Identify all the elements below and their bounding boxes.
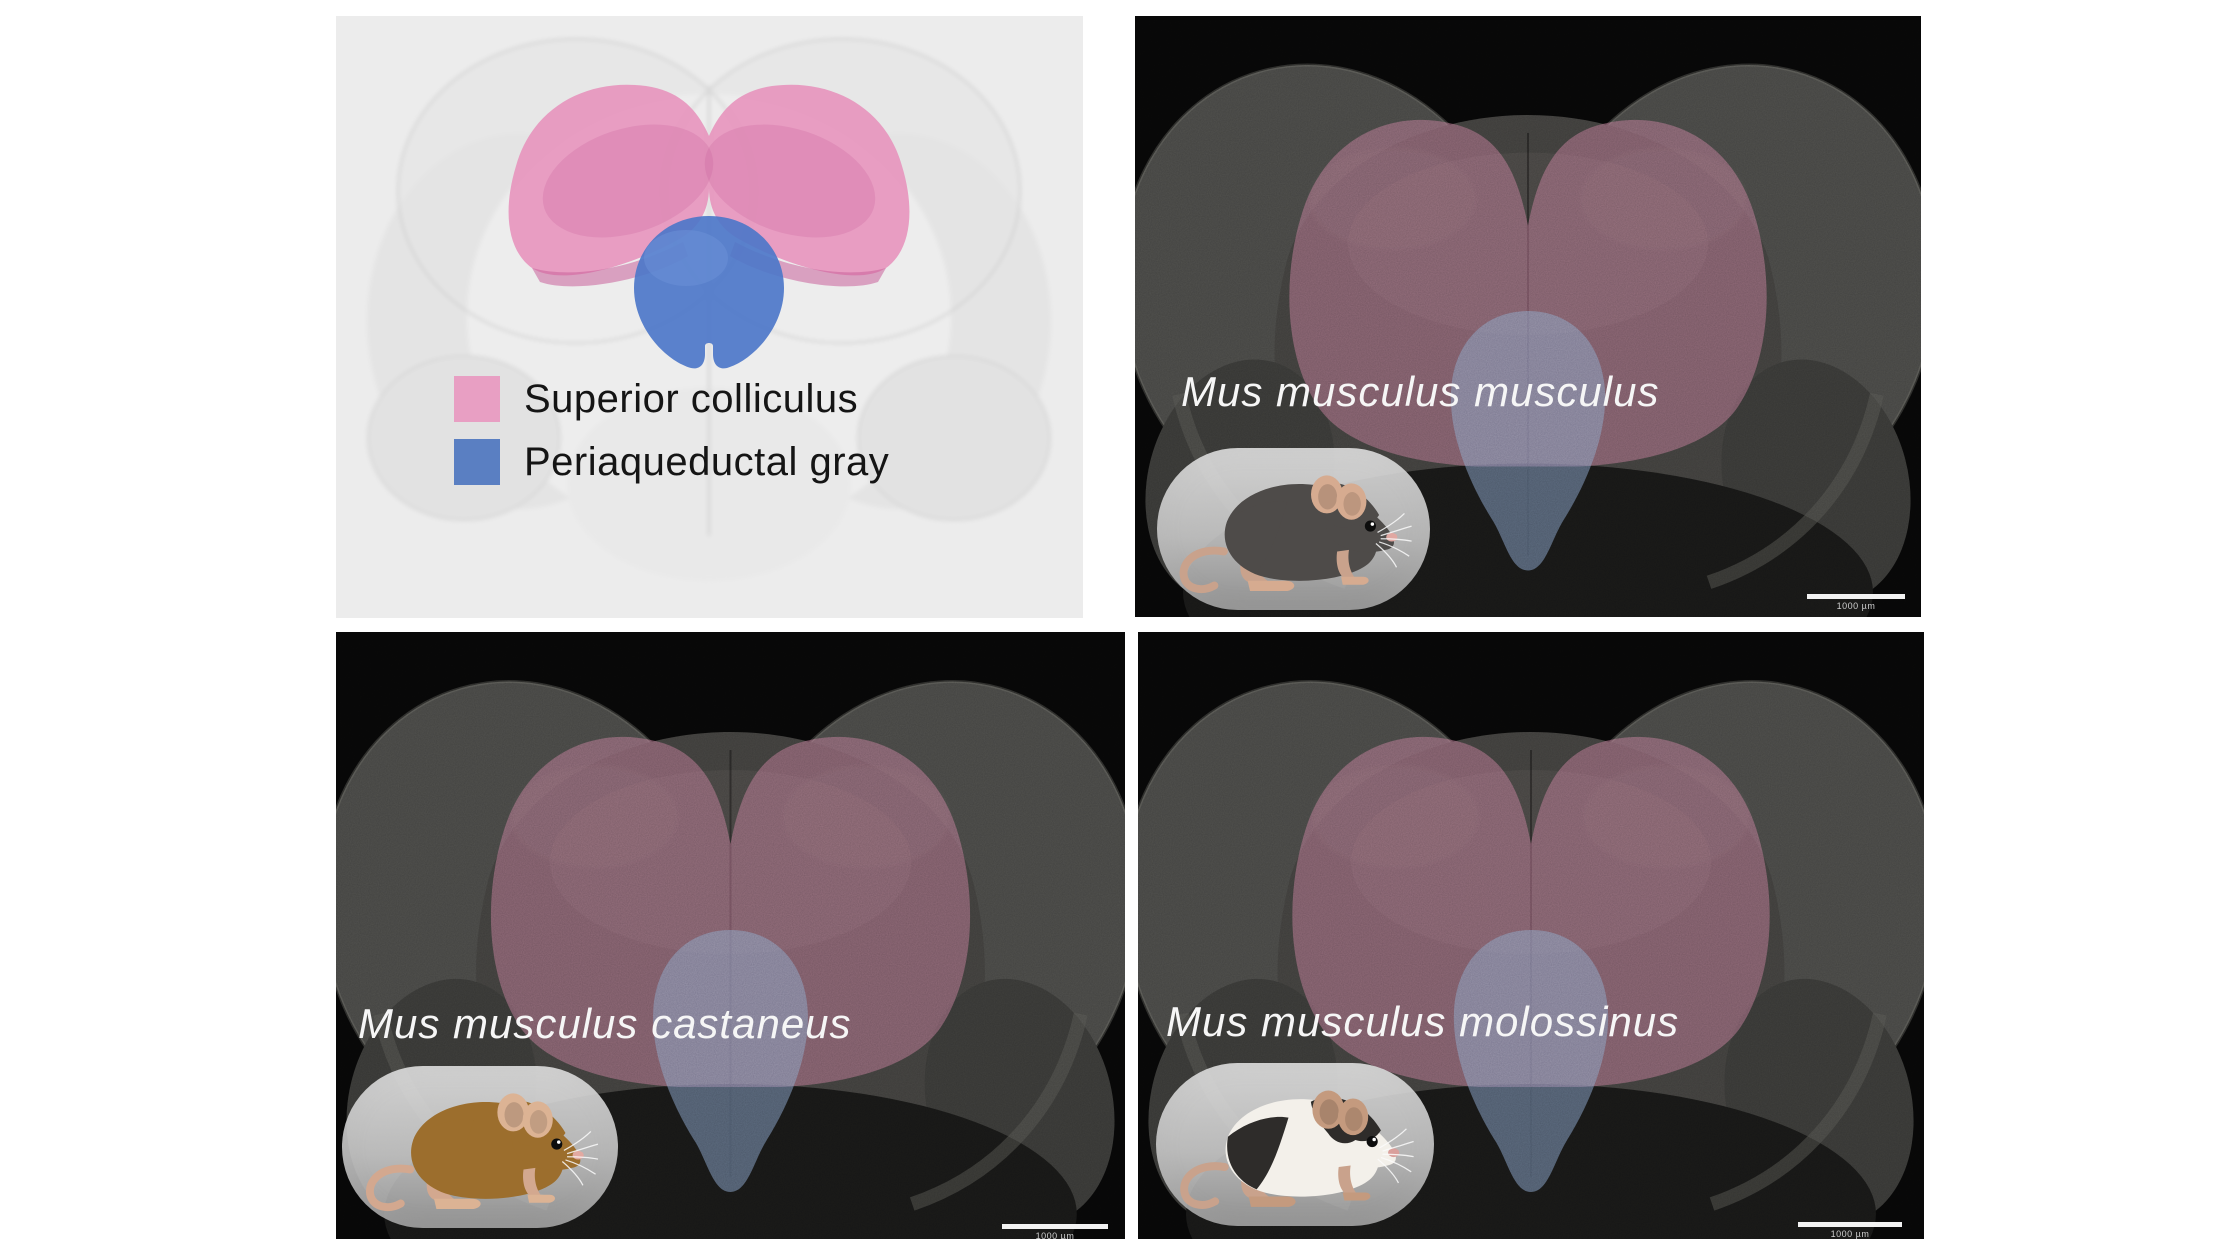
scale-bar-label: 1000 µm [1830, 1229, 1870, 1239]
scale-bar-line [1807, 594, 1905, 599]
legend-label: Superior colliculus [524, 376, 859, 421]
scale-bar: 1000 µm [1798, 1222, 1902, 1239]
mouse-badge [342, 1066, 618, 1228]
brain-3d-render [336, 16, 1083, 618]
mouse-badge [1157, 448, 1430, 610]
section-panel-musculus: Mus musculus musculus 1000 µm [1135, 16, 1921, 617]
section-panel-molossinus: Mus musculus molossinus 1000 µm [1138, 632, 1924, 1239]
scale-bar-line [1798, 1222, 1902, 1227]
scale-bar-label: 1000 µm [1035, 1231, 1075, 1239]
legend-row-superior-colliculus: Superior colliculus [454, 376, 889, 422]
mouse-badge [1156, 1063, 1434, 1226]
legend-label: Periaqueductal gray [524, 439, 890, 484]
mouse-illustration [1167, 1073, 1423, 1216]
species-label: Mus musculus musculus [1181, 368, 1660, 415]
legend-row-periaqueductal-gray: Periaqueductal gray [454, 439, 889, 485]
atlas-panel: Superior colliculus Periaqueductal gray [336, 16, 1083, 618]
section-panel-castaneus: Mus musculus castaneus 1000 µm [336, 632, 1125, 1239]
scale-bar: 1000 µm [1807, 594, 1905, 611]
periaqueductal-gray-swatch [454, 439, 500, 485]
species-label: Mus musculus castaneus [358, 1000, 852, 1047]
mouse-illustration [353, 1076, 607, 1219]
scale-bar-label: 1000 µm [1836, 601, 1876, 611]
scale-bar: 1000 µm [1002, 1224, 1108, 1239]
scale-bar-line [1002, 1224, 1108, 1229]
superior-colliculus-swatch [454, 376, 500, 422]
legend: Superior colliculus Periaqueductal gray [454, 376, 889, 485]
mouse-illustration [1168, 458, 1419, 601]
species-label: Mus musculus molossinus [1166, 998, 1680, 1045]
